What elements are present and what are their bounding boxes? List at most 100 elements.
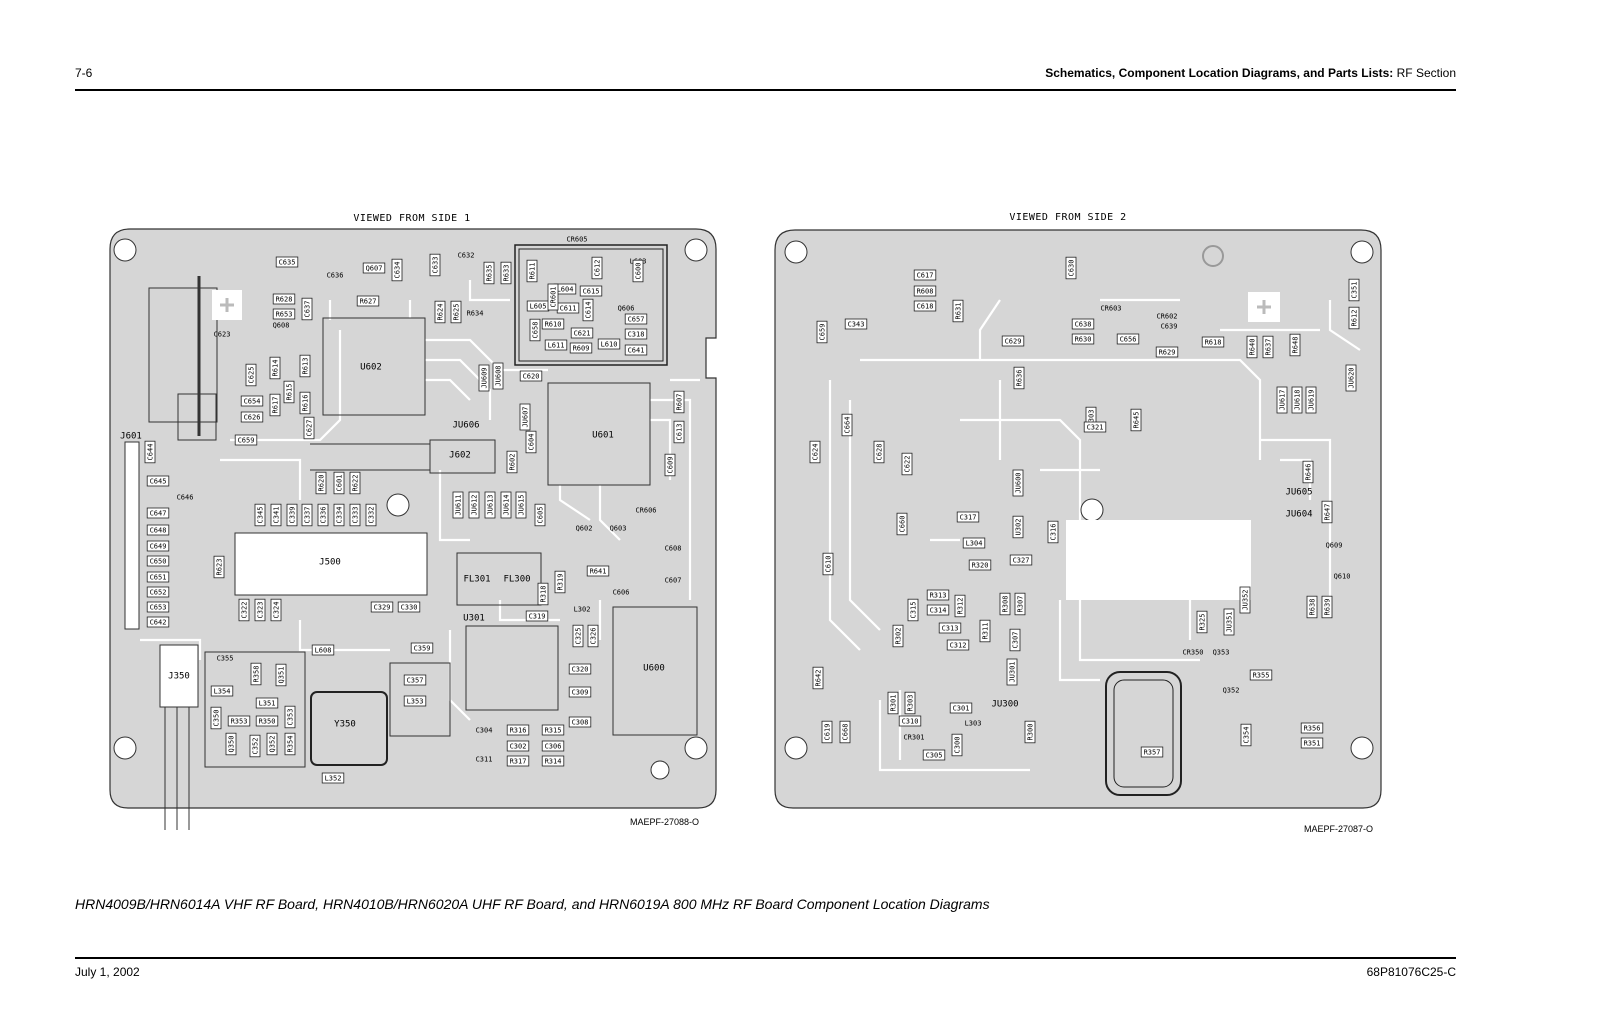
component-label-ju600: JU600 [1012, 469, 1024, 497]
component-label-c642: C642 [146, 616, 170, 628]
component-designator: C634 [394, 262, 402, 279]
component-designator: C638 [1075, 321, 1092, 329]
component-label-c641: C641 [624, 344, 648, 356]
component-designator: L611 [548, 342, 565, 350]
component-label-q602: Q602 [576, 525, 593, 533]
component-label-u600: U600 [643, 664, 665, 674]
component-designator: JU300 [991, 700, 1018, 710]
component-designator: C300 [954, 737, 962, 754]
component-label-r646: R646 [1302, 460, 1314, 484]
component-designator: C608 [665, 545, 682, 553]
component-label-r302: R302 [892, 624, 904, 648]
view-label-side-2: VIEWED FROM SIDE 2 [1009, 212, 1126, 223]
component-designator: C609 [667, 457, 675, 474]
component-designator: C322 [241, 602, 249, 619]
component-label-c308: C308 [568, 716, 592, 728]
component-label-c600: C600 [632, 259, 644, 283]
component-designator: C311 [476, 756, 493, 764]
component-designator: R635 [486, 265, 494, 282]
component-designator: R313 [930, 592, 947, 600]
component-label-c621: C621 [570, 327, 594, 339]
component-label-q608: Q608 [273, 322, 290, 330]
component-label-c654: C654 [240, 395, 264, 407]
component-designator: Q352 [269, 736, 277, 753]
component-label-ju607: JU607 [519, 403, 531, 431]
pcb-trace [828, 380, 861, 651]
component-label-c307: C307 [1009, 628, 1021, 652]
component-label-c604: C604 [525, 430, 537, 454]
component-designator: JU600 [1015, 472, 1023, 493]
component-label-ju615: JU615 [515, 491, 527, 519]
pcb-trace [860, 358, 1262, 460]
component-designator: C645 [150, 478, 167, 486]
component-label-c629: C629 [1001, 335, 1025, 347]
component-label-l304: L304 [962, 537, 986, 549]
component-label-c659: C659 [816, 320, 828, 344]
component-label-q352: Q352 [266, 732, 278, 756]
component-designator: C315 [910, 602, 918, 619]
component-designator: C630 [1068, 260, 1076, 277]
component-label-c332: C332 [365, 503, 377, 527]
u301-outline [465, 625, 559, 711]
mounting-hole [1350, 240, 1374, 264]
pcb-trace [878, 700, 1030, 772]
component-designator: L351 [259, 700, 276, 708]
component-designator: R623 [216, 559, 224, 576]
component-label-r631: R631 [952, 299, 964, 323]
component-label-u601: U601 [592, 431, 614, 441]
component-label-c351: C351 [1348, 278, 1360, 302]
component-designator: JU352 [1242, 589, 1250, 610]
component-label-c620: C620 [519, 370, 543, 382]
component-designator: C355 [217, 655, 234, 663]
component-designator: R315 [545, 727, 562, 735]
mounting-hole [784, 240, 808, 264]
component-label-r358: R358 [250, 662, 262, 686]
component-label-r625: R625 [450, 300, 462, 324]
component-label-c357: C357 [403, 674, 427, 686]
component-label-ju614: JU614 [500, 491, 512, 519]
component-designator: C339 [289, 507, 297, 524]
mounting-hole [784, 736, 808, 760]
component-label-r641: R641 [586, 565, 610, 577]
component-label-ju613: JU613 [484, 491, 496, 519]
drawing-number-side-1: MAEPF-27088-O [630, 817, 699, 827]
component-designator: Q607 [366, 265, 383, 273]
component-label-c626: C626 [240, 411, 264, 423]
component-designator: C303 [1088, 410, 1096, 427]
component-designator: C312 [950, 642, 967, 650]
component-label-r325: R325 [1196, 610, 1208, 634]
component-label-ju301: JU301 [1006, 658, 1018, 686]
component-designator: C633 [432, 257, 440, 274]
component-label-r357: R357 [1140, 746, 1164, 758]
component-label-c300: C300 [951, 733, 963, 757]
component-label-c325: C325 [572, 624, 584, 648]
component-designator: C316 [1050, 524, 1058, 541]
component-designator: C615 [583, 288, 600, 296]
pcb-trace [1328, 300, 1361, 351]
component-designator: R617 [272, 397, 280, 414]
component-label-c345: C345 [254, 503, 266, 527]
section-title-regular: RF Section [1393, 66, 1456, 80]
component-designator: L608 [315, 647, 332, 655]
component-designator: R317 [510, 758, 527, 766]
component-designator: C302 [510, 743, 527, 751]
component-designator: R356 [1304, 725, 1321, 733]
component-label-cr605: CR605 [566, 236, 587, 244]
component-designator: R316 [510, 727, 527, 735]
component-designator: J601 [120, 432, 142, 442]
component-label-c337: C337 [301, 503, 313, 527]
component-label-r317: R317 [506, 755, 530, 767]
component-label-cr301: CR301 [903, 734, 924, 742]
component-designator: C642 [150, 619, 167, 627]
component-designator: C341 [273, 507, 281, 524]
component-designator: C619 [824, 724, 832, 741]
component-label-u602: U602 [360, 363, 382, 373]
component-label-c339: C339 [286, 503, 298, 527]
component-designator: C629 [1005, 338, 1022, 346]
pcb-trace [598, 485, 621, 541]
component-designator: CR301 [903, 734, 924, 742]
component-designator: R311 [982, 623, 990, 640]
component-label-r608: R608 [913, 285, 937, 297]
pcb-trace [425, 358, 492, 420]
component-designator: C313 [942, 625, 959, 633]
